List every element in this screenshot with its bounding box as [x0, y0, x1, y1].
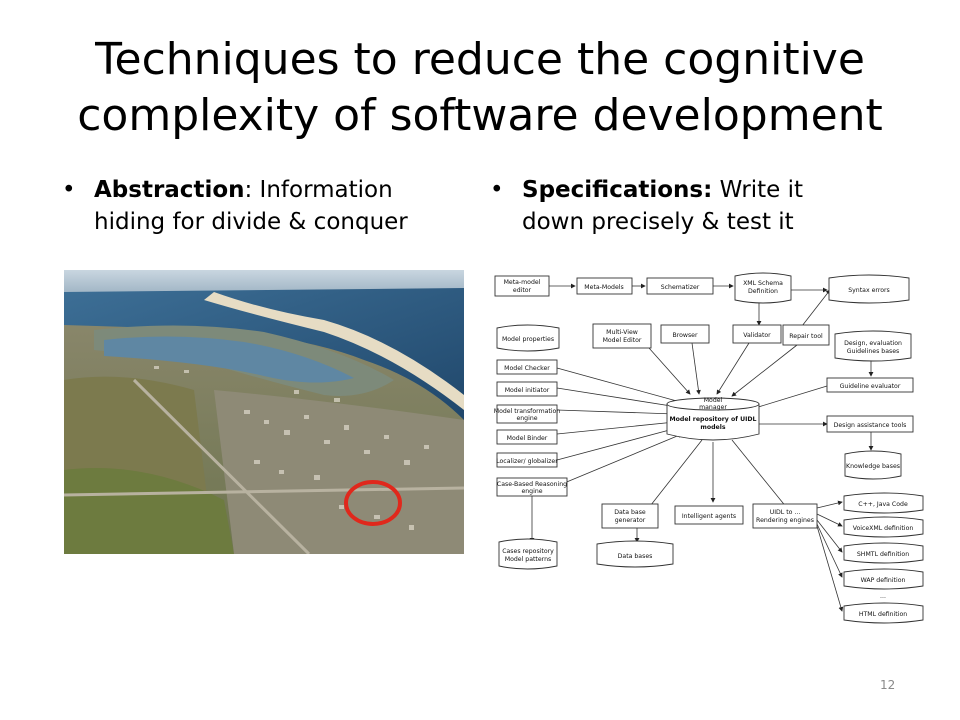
node-cpp-java-code: C++, Java Code — [858, 501, 908, 508]
bullet-rest: Write it — [712, 177, 804, 203]
highlight-circle — [344, 480, 402, 526]
node-case-based-reasoning-2: engine — [521, 488, 542, 495]
bullet-dot: • — [62, 177, 76, 203]
node-guidelines-bases: Guidelines bases — [847, 348, 900, 355]
node-uidl-to: UIDL to ... — [770, 509, 801, 516]
node-browser: Browser — [672, 332, 698, 339]
node-model-initiator: Model initiator — [505, 387, 550, 394]
bullet-specifications: • Specifications: Write it down precisel… — [490, 174, 862, 238]
node-model-manager-2: manager — [699, 404, 727, 411]
node-design-assistance: Design assistance tools — [834, 422, 907, 429]
node-model-repository: Model repository of UIDL — [670, 416, 757, 423]
bullet-rest: : Information — [244, 177, 393, 203]
node-data-base-generator: Data base — [614, 509, 646, 516]
node-model-patterns: Model patterns — [505, 556, 552, 563]
node-model-editor: Model Editor — [603, 337, 642, 344]
bullet-lead: Specifications: — [522, 177, 713, 203]
node-syntax-errors: Syntax errors — [848, 287, 890, 294]
node-cases-repository: Cases repository — [502, 548, 554, 555]
node-validator: Validator — [743, 332, 771, 339]
bullet-abstraction: • Abstraction: Information hiding for di… — [62, 174, 444, 238]
page-number: 12 — [880, 678, 896, 692]
node-design-evaluation: Design, evaluation — [844, 340, 902, 347]
slide-title: Techniques to reduce the cognitive compl… — [40, 32, 920, 144]
node-xml-schema-2: Definition — [748, 288, 778, 295]
node-model-properties: Model properties — [502, 336, 554, 343]
aerial-photo — [64, 270, 464, 554]
node-model-transformation-2: engine — [516, 415, 537, 422]
bullet-lead: Abstraction — [94, 177, 245, 203]
node-localizer: Localizer/ globalizer — [496, 458, 558, 465]
node-meta-model-editor-2: editor — [513, 287, 532, 294]
node-meta-model-editor: Meta-model — [504, 279, 541, 286]
node-data-base-generator-2: generator — [615, 517, 646, 524]
node-ellipsis: ... — [880, 593, 886, 600]
node-model-transformation: Model transformation — [494, 408, 561, 415]
node-model-checker: Model Checker — [504, 365, 550, 372]
aerial-photo-graphic — [64, 270, 464, 554]
node-model-manager: Model — [704, 397, 723, 404]
bullet-line-2: hiding for divide & conquer — [94, 209, 408, 235]
node-repair-tool: Repair tool — [789, 333, 823, 340]
title-line-1: Techniques to reduce the cognitive — [95, 34, 865, 85]
node-xml-schema: XML Schema — [743, 280, 783, 287]
node-intelligent-agents: Intelligent agents — [682, 513, 736, 520]
node-html: HTML definition — [859, 611, 907, 618]
title-line-2: complexity of software development — [77, 90, 883, 141]
architecture-diagram: Meta-model editor Meta-Models Schematize… — [487, 268, 927, 624]
node-multi-view: Multi-View — [606, 329, 638, 336]
node-guideline-evaluator: Guideline evaluator — [840, 383, 901, 390]
node-schematizer: Schematizer — [661, 284, 700, 291]
bullet-line-2: down precisely & test it — [522, 209, 794, 235]
node-knowledge-bases: Knowledge bases — [846, 463, 900, 470]
node-voicexml: VoiceXML definition — [853, 525, 914, 532]
node-model-binder: Model Binder — [507, 435, 548, 442]
node-model-repository-2: models — [700, 424, 725, 431]
diagram-graphic: Meta-model editor Meta-Models Schematize… — [494, 272, 924, 624]
node-case-based-reasoning: Case-Based Reasoning — [497, 481, 567, 488]
node-wap: WAP definition — [861, 577, 906, 584]
node-data-bases: Data bases — [618, 553, 653, 560]
node-meta-models: Meta-Models — [584, 284, 623, 291]
node-shmtl: SHMTL definition — [857, 551, 909, 558]
bullet-dot: • — [490, 177, 504, 203]
node-rendering-engines: Rendering engines — [756, 517, 814, 524]
